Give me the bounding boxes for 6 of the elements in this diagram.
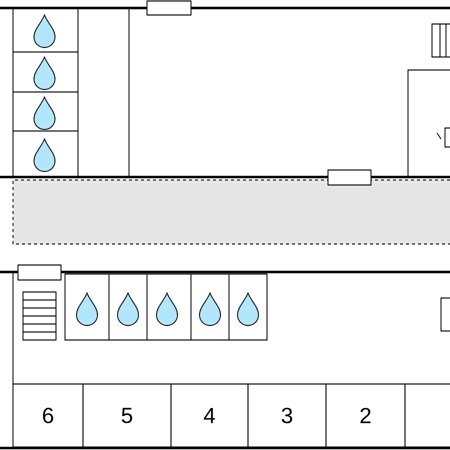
- parking-space: 6: [12, 384, 84, 448]
- parking-space: 5: [82, 384, 172, 448]
- parking-space: [404, 384, 450, 448]
- parking-space: 3: [248, 384, 326, 448]
- parking-space: 4: [170, 384, 248, 448]
- parking-space: 2: [326, 384, 406, 448]
